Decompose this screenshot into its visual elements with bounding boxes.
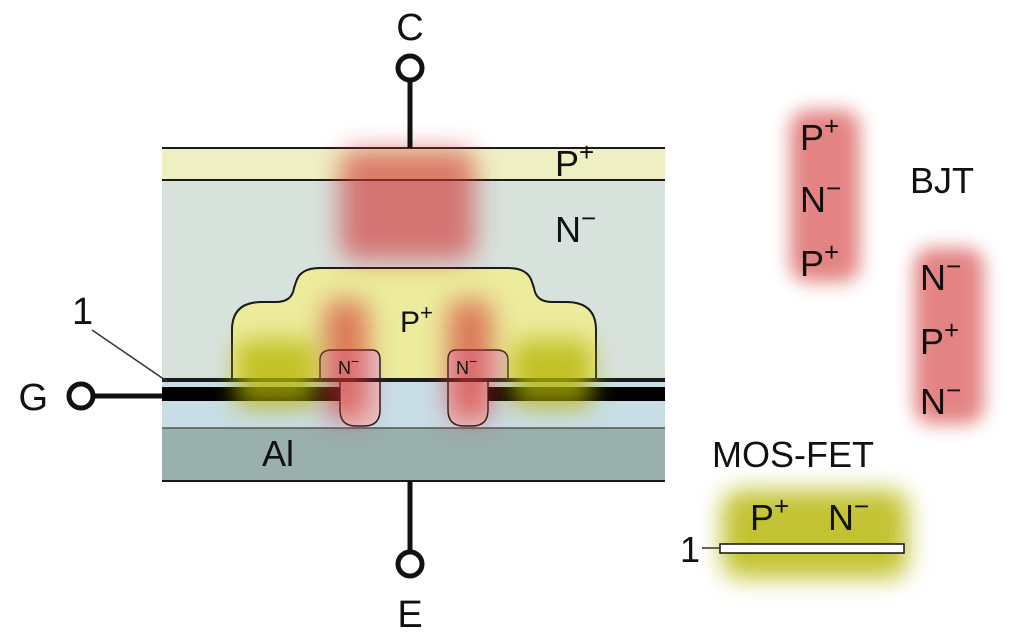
bjt-title: BJT [910, 160, 974, 201]
label-body-p: P+ [400, 300, 433, 339]
gate-terminal: G [18, 377, 162, 419]
mosfet-p-layer: P+ [750, 491, 789, 538]
mosfet-n-layer: N− [828, 491, 869, 538]
aluminium-emitter-layer [162, 428, 665, 481]
mosfet-gate-bar [719, 543, 905, 554]
igbt-cross-section: P+ N− P+ N− N− Al [162, 137, 665, 482]
callout-1: 1 [72, 291, 169, 383]
gate-terminal-node [66, 381, 96, 411]
bjt-npn-layer: N− [920, 251, 961, 298]
label-top-p: P+ [555, 137, 594, 184]
label-source-left: N− [338, 353, 359, 378]
gate-label: G [18, 377, 48, 419]
label-aluminium: Al [262, 433, 294, 474]
bjt-npn-layer: N− [920, 375, 961, 422]
mosfet-callout-label: 1 [680, 529, 700, 570]
emitter-label: E [397, 594, 422, 636]
bjt-pnp-layer: P+ [800, 237, 839, 284]
emitter-terminal: E [395, 481, 425, 636]
label-drift-n: N− [555, 203, 596, 250]
collector-terminal: C [395, 7, 425, 148]
bjt-legend: BJT P+ N− P+ N− P+ N− [790, 110, 984, 424]
bjt-pnp-layer: P+ [800, 111, 839, 158]
bjt-npn-layer: P+ [920, 315, 959, 362]
gate-oxide-line [162, 378, 665, 382]
emitter-terminal-node [395, 549, 425, 579]
mosfet-glow-overlay [236, 340, 592, 408]
mosfet-title: MOS-FET [712, 434, 874, 475]
label-source-right: N− [456, 353, 477, 378]
mosfet-legend: MOS-FET P+ N− 1 [680, 434, 908, 578]
collector-label: C [396, 7, 423, 49]
collector-terminal-node [395, 53, 425, 83]
bjt-glow-overlay [324, 150, 492, 420]
callout-1-label: 1 [72, 291, 93, 333]
bjt-pnp-layer: N− [800, 173, 841, 220]
